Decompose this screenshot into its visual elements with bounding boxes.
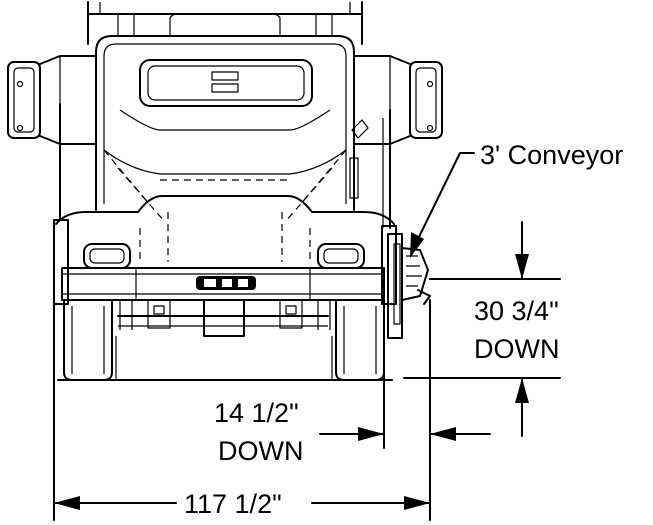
right-headlight [317, 243, 365, 269]
hidden-lines [103, 149, 347, 262]
truck-illustration [7, 1, 443, 381]
rear-window [139, 59, 313, 107]
conveyor-label: 3' Conveyor [480, 140, 623, 170]
undercarriage [117, 299, 331, 337]
conveyor-leader [410, 152, 475, 258]
right-mirror [353, 55, 443, 145]
fender-line [55, 195, 395, 225]
conveyor-drop-value: 30 3/4" [474, 296, 559, 326]
truck-drop-dimension [319, 299, 491, 449]
conveyor-attachment [387, 233, 431, 339]
conveyor-drop-dimension [403, 221, 561, 437]
conveyor-drop-word: DOWN [474, 334, 559, 364]
overall-width-dimension [53, 299, 431, 521]
overall-width-label: 117 1/2" [184, 489, 282, 519]
grille-badge [196, 276, 256, 290]
truck-drop-word: DOWN [218, 436, 303, 466]
right-tire [335, 299, 385, 381]
left-mirror [7, 55, 97, 145]
left-tire [63, 299, 113, 381]
left-headlight [83, 243, 131, 269]
truck-drop-value: 14 1/2" [214, 398, 299, 428]
dump-body-top [87, 1, 363, 45]
cab-outline [95, 35, 355, 211]
